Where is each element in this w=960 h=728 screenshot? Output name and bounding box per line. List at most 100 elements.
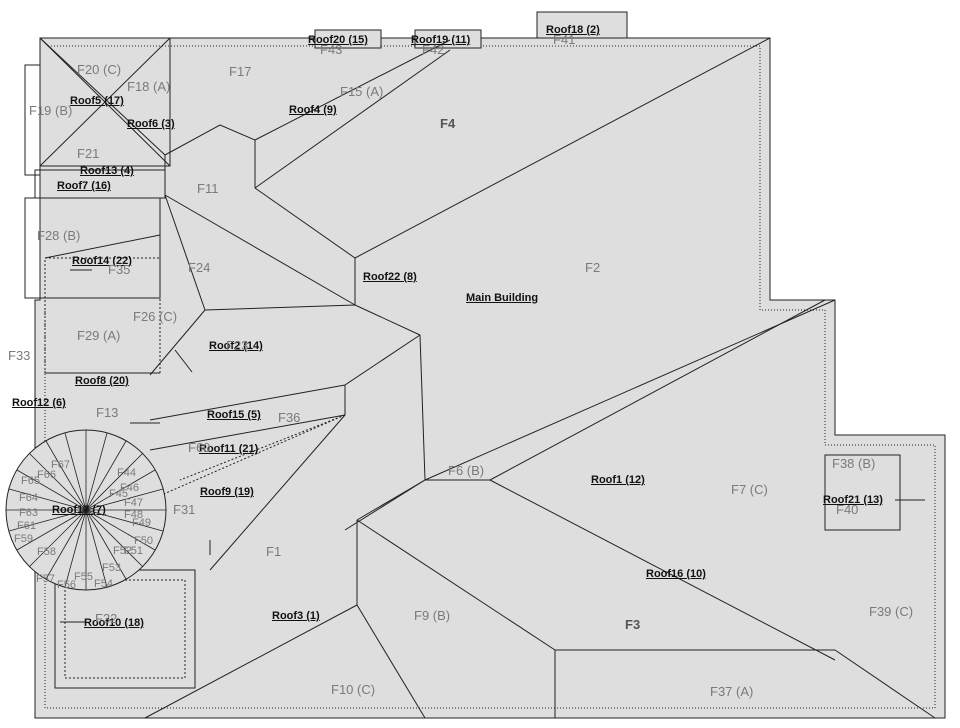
face-label: F45 xyxy=(109,488,128,500)
roof20-box xyxy=(314,29,382,49)
roof-label[interactable]: Roof12 (6) xyxy=(12,397,66,409)
ridge xyxy=(149,414,346,451)
face-label: F20 (C) xyxy=(77,62,122,77)
ridge xyxy=(149,309,206,376)
roof-label[interactable]: Roof15 (5) xyxy=(207,409,261,421)
face-label: F40 xyxy=(836,502,859,517)
roof-label[interactable]: Roof5 (17) xyxy=(70,95,124,107)
ridge xyxy=(219,124,256,141)
roof-label[interactable]: Roof13 (4) xyxy=(80,165,134,177)
face-label: F52 xyxy=(113,545,132,557)
face-label: F15 (A) xyxy=(340,84,384,99)
face-label: F58 xyxy=(37,546,56,558)
face-label: F3 xyxy=(625,617,641,632)
ridge xyxy=(344,479,426,531)
face-label: F42 xyxy=(422,42,445,57)
face-label: F60 xyxy=(188,440,211,455)
face-label: F63 xyxy=(19,507,38,519)
roof18-box xyxy=(536,11,628,39)
roof-label[interactable]: Roof18 (2) xyxy=(546,24,600,36)
roof-label[interactable]: Roof9 (19) xyxy=(200,486,254,498)
face-label: F56 xyxy=(57,579,76,591)
face-label: F44 xyxy=(117,467,136,479)
roof-label[interactable]: Roof16 (10) xyxy=(646,568,706,580)
ridge xyxy=(354,37,771,259)
face-label: F49 xyxy=(132,517,151,529)
face-label: F67 xyxy=(51,459,70,471)
face-label: F7 (C) xyxy=(731,482,768,497)
ridge xyxy=(209,414,346,571)
roof-label[interactable]: Roof21 (13) xyxy=(823,494,883,506)
ridge xyxy=(419,334,426,481)
roof28-box xyxy=(24,197,161,299)
face-label: F37 (A) xyxy=(710,684,754,699)
face-label: F54 xyxy=(94,578,113,590)
ridge xyxy=(39,37,171,167)
face-label: F41 xyxy=(553,32,576,47)
face-label: F6 (B) xyxy=(448,463,485,478)
ridge xyxy=(149,414,346,501)
roof-label[interactable]: Roof19 (11) xyxy=(411,34,471,46)
roof-label[interactable]: Roof22 (8) xyxy=(363,271,417,283)
ridge xyxy=(356,604,426,719)
face-label: F26 (C) xyxy=(133,309,178,324)
roof-label[interactable]: Roof3 (1) xyxy=(272,610,320,622)
face-label: F55 xyxy=(74,571,93,583)
ridge xyxy=(489,479,836,661)
ridge xyxy=(254,39,451,141)
roof19-box xyxy=(414,29,482,49)
roof-label[interactable]: Roof4 (9) xyxy=(289,104,337,116)
ridge xyxy=(834,649,936,719)
face-label: F10 (C) xyxy=(331,682,376,697)
ridge xyxy=(39,37,166,156)
face-label: F33 xyxy=(8,348,31,363)
ridge xyxy=(254,187,356,259)
face-label: F4 xyxy=(440,116,456,131)
face-label: F24 xyxy=(188,260,211,275)
roof-label[interactable]: Roof7 (16) xyxy=(57,180,111,192)
face-label: F18 (A) xyxy=(127,79,171,94)
face-label: F35 xyxy=(108,262,131,277)
face-label: F19 (B) xyxy=(29,103,73,118)
ridge xyxy=(164,124,221,156)
face-label: F9 (B) xyxy=(414,608,451,623)
face-label: F32 xyxy=(95,611,118,626)
face-label: F28 (B) xyxy=(37,228,81,243)
face-label: F53 xyxy=(102,562,121,574)
ridge xyxy=(179,414,346,481)
face-label: F21 xyxy=(77,146,100,161)
ridge xyxy=(164,194,206,311)
ridge xyxy=(424,299,836,481)
face-label: F61 xyxy=(17,520,36,532)
face-label: F39 (C) xyxy=(869,604,914,619)
ridge xyxy=(356,519,556,651)
roof-label[interactable]: Roof10 (18) xyxy=(84,617,144,629)
face-label: F66 xyxy=(37,469,56,481)
roof-label[interactable]: Roof17 (7) xyxy=(52,504,106,516)
roof-label[interactable]: Roof11 (21) xyxy=(199,443,259,455)
ridge xyxy=(254,49,451,189)
face-label: F11 xyxy=(197,181,219,196)
ridge xyxy=(44,234,161,259)
face-label: F64 xyxy=(19,492,38,504)
ridge xyxy=(354,304,421,336)
face-label: F23 xyxy=(226,338,249,353)
arrow xyxy=(174,349,193,373)
roof-label[interactable]: Roof8 (20) xyxy=(75,375,129,387)
roof-label[interactable]: Roof1 (12) xyxy=(591,474,645,486)
face-label: F51 xyxy=(124,545,143,557)
ridge xyxy=(489,299,826,481)
face-label: F36 xyxy=(278,410,301,425)
face-label: F59 xyxy=(14,533,33,545)
face-label: F46 xyxy=(120,482,139,494)
roof-label[interactable]: Roof14 (22) xyxy=(72,255,132,267)
eaves-line xyxy=(44,45,936,709)
roof-label[interactable]: Roof6 (3) xyxy=(127,118,175,130)
roof-label[interactable]: Roof20 (15) xyxy=(308,34,368,46)
ridge xyxy=(344,334,421,386)
ridge xyxy=(149,384,346,421)
roof14-box xyxy=(44,257,161,374)
roof-label[interactable]: Roof2 (14) xyxy=(209,340,263,352)
